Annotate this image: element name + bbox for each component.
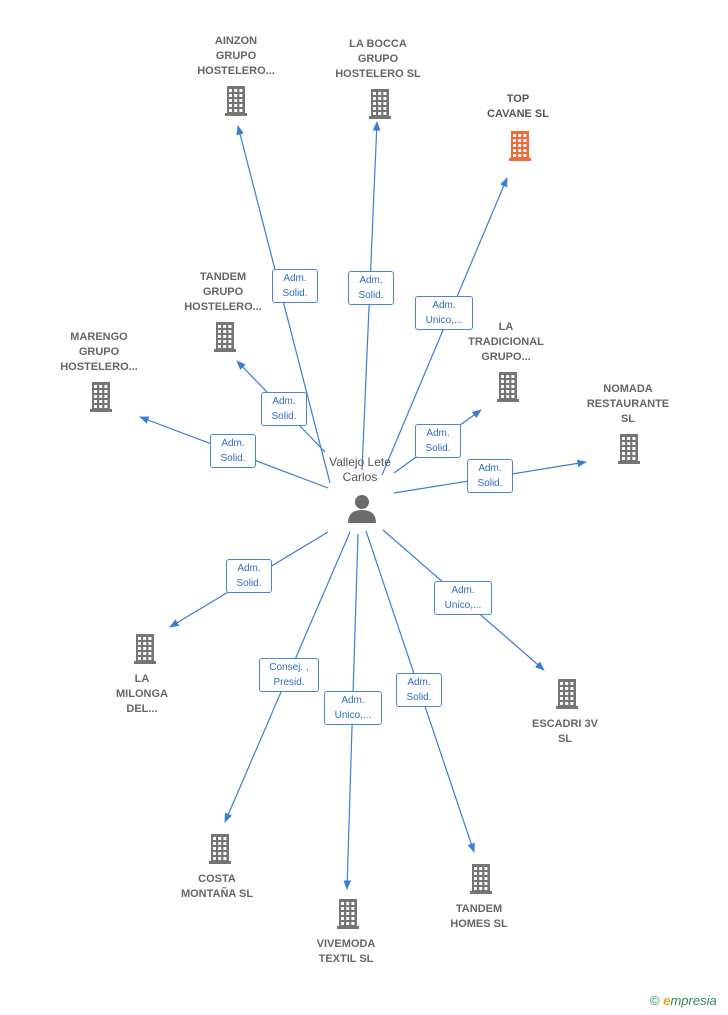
footer-brand: © empresia <box>650 993 717 1008</box>
company-label-escadri[interactable]: ESCADRI 3V SL <box>531 718 599 745</box>
company-label-topcavane[interactable]: TOP CAVANE SL <box>487 93 549 120</box>
role-badge-latradicional[interactable]: Adm. Solid. <box>415 424 461 458</box>
company-label-nomada[interactable]: NOMADA RESTAURANTE SL <box>586 383 670 425</box>
building-icon[interactable] <box>369 89 391 119</box>
building-icon[interactable] <box>214 322 236 352</box>
building-icon[interactable] <box>470 864 492 894</box>
role-badge-ainzon[interactable]: Adm. Solid. <box>272 269 318 303</box>
building-icon[interactable] <box>509 131 531 161</box>
role-badge-marengo[interactable]: Adm. Solid. <box>210 434 256 468</box>
company-label-costa[interactable]: COSTA MONTAÑA SL <box>180 873 254 900</box>
role-badge-escadri[interactable]: Adm. Unico,... <box>434 581 492 615</box>
building-icon[interactable] <box>209 834 231 864</box>
role-badge-topcavane[interactable]: Adm. Unico,... <box>415 296 473 330</box>
building-icon[interactable] <box>90 382 112 412</box>
building-icon[interactable] <box>134 634 156 664</box>
icons-layer <box>90 86 640 929</box>
role-badge-lamilonga[interactable]: Adm. Solid. <box>226 559 272 593</box>
role-badge-vivemoda[interactable]: Adm. Unico,... <box>324 691 382 725</box>
company-label-marengo[interactable]: MARENGO GRUPO HOSTELERO... <box>60 331 138 373</box>
building-icon[interactable] <box>556 679 578 709</box>
role-badge-tandemgrupo[interactable]: Adm. Solid. <box>261 392 307 426</box>
company-label-labocca[interactable]: LA BOCCA GRUPO HOSTELERO SL <box>335 38 421 80</box>
person-icon[interactable] <box>348 495 376 523</box>
company-label-lamilonga[interactable]: LA MILONGA DEL... <box>116 673 168 715</box>
building-icon[interactable] <box>497 372 519 402</box>
role-badge-labocca[interactable]: Adm. Solid. <box>348 271 394 305</box>
building-icon[interactable] <box>337 899 359 929</box>
building-icon[interactable] <box>618 434 640 464</box>
person-name-label[interactable]: Vallejo Lete Carlos <box>329 455 391 484</box>
brand-logo-e: e <box>663 993 671 1008</box>
company-label-latradicional[interactable]: LA TRADICIONAL GRUPO... <box>468 321 544 363</box>
role-badge-costa[interactable]: Consej. , Presid. <box>259 658 319 692</box>
building-icon[interactable] <box>225 86 247 116</box>
company-label-ainzon[interactable]: AINZON GRUPO HOSTELERO... <box>197 35 275 77</box>
company-label-tandemhomes[interactable]: TANDEM HOMES SL <box>450 903 508 930</box>
company-label-tandemgrupo[interactable]: TANDEM GRUPO HOSTELERO... <box>184 271 262 313</box>
copyright-symbol: © <box>650 993 660 1008</box>
brand-logo-text: mpresia <box>670 993 717 1008</box>
role-badge-nomada[interactable]: Adm. Solid. <box>467 459 513 493</box>
edge-ainzon <box>236 125 331 484</box>
role-badge-tandemhomes[interactable]: Adm. Solid. <box>396 673 442 707</box>
company-label-vivemoda[interactable]: VIVEMODA TEXTIL SL <box>316 938 376 965</box>
